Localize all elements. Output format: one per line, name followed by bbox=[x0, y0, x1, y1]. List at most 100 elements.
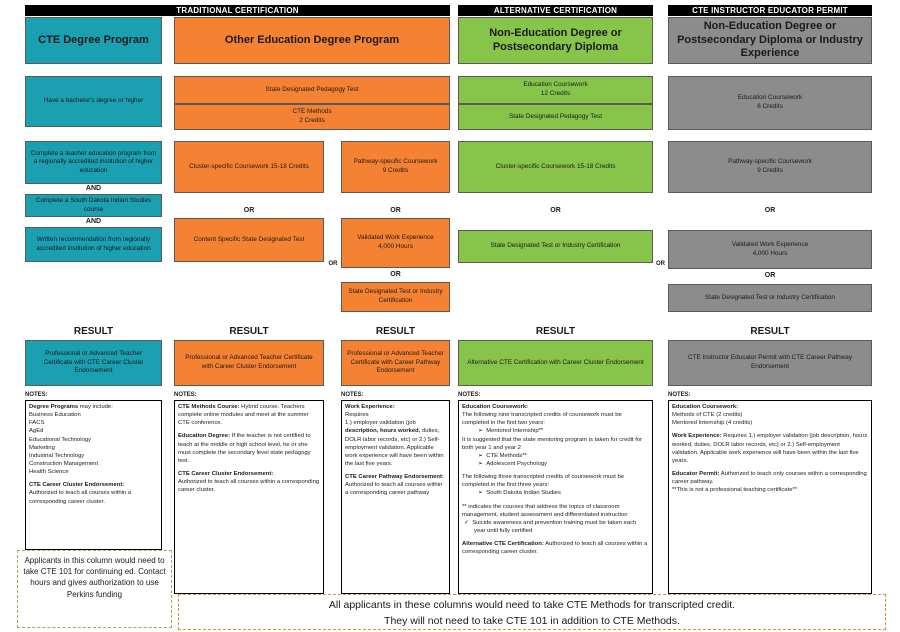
notes-indian-studies: South Dakota Indian Studies bbox=[486, 490, 561, 497]
program-item: Construction Management bbox=[29, 460, 99, 467]
program-item: Educational Technology bbox=[29, 436, 92, 443]
notes-education-degree-title: Education Degree: bbox=[178, 433, 231, 440]
notes-work-requires: Requires bbox=[345, 412, 369, 419]
notes-box-work-experience: Work Experience: Requires 1.) employer v… bbox=[341, 400, 450, 594]
connector-or-side-2: OR bbox=[656, 261, 665, 267]
box-state-test-permit: State Designated Test or Industry Certif… bbox=[668, 284, 872, 312]
notes-star-note: ** indicates the courses that address th… bbox=[462, 503, 628, 518]
result-label-2: RESULT bbox=[229, 326, 269, 337]
notes-permit-note: **This is not a professional teaching ce… bbox=[672, 487, 798, 494]
notes-ed-text-2: It is suggested that the state mentoring… bbox=[462, 436, 643, 451]
header-instructor-permit: CTE INSTRUCTOR EDUCATOR PERMIT bbox=[668, 5, 872, 16]
notes-label-5: NOTES: bbox=[668, 392, 691, 398]
arrow-icon: ➢ bbox=[478, 460, 487, 467]
notes-methods-text: Hybrid course. Teachers complete online … bbox=[178, 404, 309, 427]
box-content-test: Content Specific State Designated Test bbox=[174, 218, 324, 262]
notes-box-other-education: CTE Methods Course: Hybrid course. Teach… bbox=[174, 400, 324, 594]
notes-ed-text-1: The following nine transcripted credits … bbox=[462, 412, 622, 427]
notes-cluster-endorsement-text: Authorized to teach all courses within a… bbox=[178, 479, 320, 494]
notes-cluster-endorsement-title: CTE Career Cluster Endorsement: bbox=[178, 470, 274, 477]
box-education-coursework-alt: Education Coursework 12 Credits bbox=[458, 76, 653, 104]
box-teacher-education-program: Complete a teacher education program fro… bbox=[25, 141, 162, 184]
notes-work-experience-title: Work Experience: bbox=[672, 433, 722, 440]
program-item: Health Science bbox=[29, 469, 69, 476]
notes-adolescent: Adolescent Psychology bbox=[486, 460, 548, 467]
notes-work-experience-text: Requires 1.) employer validation (job de… bbox=[672, 433, 868, 464]
connector-or-side-1: OR bbox=[328, 261, 338, 267]
bottom-note-box: All applicants in these columns would ne… bbox=[178, 594, 886, 630]
notes-work-text-c: duties, DOLR labor records, etc) or 2.) … bbox=[345, 428, 444, 467]
box-indian-studies: Complete a South Dakota Indian Studies c… bbox=[25, 194, 162, 217]
box-bachelor-degree: Have a bachelor's degree or higher bbox=[25, 76, 162, 127]
notes-label-4: NOTES: bbox=[458, 392, 481, 398]
notes-ed-coursework-title: Education Coursework: bbox=[672, 404, 739, 410]
connector-or-2: OR bbox=[390, 207, 401, 214]
notes-cluster-endorsement-text: Authorized to teach all courses within a… bbox=[29, 490, 132, 505]
notes-degree-programs-rest: may include: bbox=[78, 404, 113, 410]
box-work-experience-trad: Validated Work Experience 4,000 Hours bbox=[341, 218, 450, 268]
box-state-test-alt: State Designated Test or Industry Certif… bbox=[458, 230, 653, 263]
column-non-education-industry: Non-Education Degree or Postsecondary Di… bbox=[668, 17, 872, 64]
box-state-test-trad: State Designated Test or Industry Certif… bbox=[341, 282, 450, 312]
connector-and-1: AND bbox=[85, 185, 102, 192]
notes-label-2: NOTES: bbox=[174, 392, 197, 398]
result-label-5: RESULT bbox=[750, 326, 790, 337]
box-pedagogy-test-alt: State Designated Pedagogy Test bbox=[458, 104, 653, 130]
notes-box-instructor-permit: Education Coursework: Methods of CTE (2 … bbox=[668, 400, 872, 594]
box-cluster-coursework-trad: Cluster-specific Coursework 15-18 Credit… bbox=[174, 141, 324, 193]
box-education-coursework-permit: Education Coursework 6 Credits bbox=[668, 76, 872, 130]
notes-cte-methods: CTE Methods** bbox=[486, 452, 527, 459]
callout-cte-101: Applicants in this column would need to … bbox=[17, 550, 172, 628]
result-box-career-cluster: Professional or Advanced Teacher Certifi… bbox=[174, 340, 324, 386]
notes-mentored: Mentored Internship** bbox=[486, 428, 544, 435]
check-icon: ✓ bbox=[464, 519, 473, 526]
notes-permit-line-1: Methods of CTE (2 credits) bbox=[672, 412, 743, 419]
box-work-experience-permit: Validated Work Experience 4,000 Hours bbox=[668, 230, 872, 269]
header-traditional: TRADITIONAL CERTIFICATION bbox=[25, 5, 450, 16]
result-label-1: RESULT bbox=[73, 326, 114, 337]
header-alternative: ALTERNATIVE CERTIFICATION bbox=[458, 5, 653, 16]
bottom-note-line-1: All applicants in these columns would ne… bbox=[328, 599, 736, 611]
notes-education-degree-text: If the teacher is not certified to teach… bbox=[178, 433, 311, 464]
notes-label-3: NOTES: bbox=[341, 392, 364, 398]
notes-work-text-a: 1.) employer validation (job bbox=[345, 420, 416, 427]
notes-box-alternative: Education Coursework: The following nine… bbox=[458, 400, 653, 594]
box-pathway-coursework-permit: Pathway-specific Coursework 9 Credits bbox=[668, 141, 872, 193]
notes-educator-permit-title: Educator Permit: bbox=[672, 470, 720, 477]
result-label-4: RESULT bbox=[535, 326, 576, 337]
column-non-education: Non-Education Degree or Postsecondary Di… bbox=[458, 17, 653, 64]
result-label-3: RESULT bbox=[375, 326, 416, 337]
box-cte-methods: CTE Methods 2 Credits bbox=[174, 104, 450, 130]
box-pedagogy-test: State Designated Pedagogy Test bbox=[174, 76, 450, 104]
notes-suicide: Suicide awareness and prevention trainin… bbox=[472, 519, 637, 534]
notes-ed-text-3: The following three transcripted credits… bbox=[462, 474, 625, 489]
notes-box-cte-degree: Degree Programs may include: Business Ed… bbox=[25, 400, 162, 550]
notes-pathway-endorsement-text: Authorized to teach all courses within a… bbox=[345, 482, 443, 497]
box-written-recommendation: Written recommendation from regionally a… bbox=[25, 227, 162, 262]
bottom-note-line-2: They will not need to take CTE 101 in ad… bbox=[384, 614, 680, 627]
notes-pathway-endorsement-title: CTE Career Pathway Endorsement: bbox=[345, 474, 444, 481]
result-box-alternative: Alternative CTE Certification with Caree… bbox=[458, 340, 653, 386]
program-item: Marketing bbox=[29, 444, 55, 451]
notes-degree-programs-title: Degree Programs bbox=[29, 404, 79, 410]
box-pathway-coursework-trad: Pathway-specific Coursework 9 Credits bbox=[341, 141, 450, 193]
notes-label-1: NOTES: bbox=[25, 392, 48, 398]
notes-permit-line-2: Mentored Internship (4 credits) bbox=[672, 420, 753, 427]
program-item: Industrial Technology bbox=[29, 452, 85, 459]
notes-work-text-b: description, hours worked, bbox=[345, 428, 421, 435]
result-box-career-pathway: Professional or Advanced Teacher Certifi… bbox=[341, 340, 450, 386]
column-cte-degree: CTE Degree Program bbox=[25, 17, 162, 64]
result-box-cte-cluster: Professional or Advanced Teacher Certifi… bbox=[25, 340, 162, 386]
notes-alt-title: Alternative CTE Certification: bbox=[462, 541, 544, 548]
notes-alt-text: Authorized to teach all courses within a… bbox=[462, 541, 648, 556]
program-item: Business Education bbox=[29, 412, 81, 419]
program-item: AgEd bbox=[29, 428, 44, 435]
connector-or-4: OR bbox=[550, 207, 561, 214]
notes-educator-permit-text: Authorized to teach only courses within … bbox=[672, 470, 867, 486]
connector-or-6: OR bbox=[764, 272, 776, 279]
result-box-instructor-permit: CTE Instructor Educator Permit with CTE … bbox=[668, 340, 872, 386]
box-cluster-coursework-alt: Cluster-specific Coursework 15-18 Credit… bbox=[458, 141, 653, 193]
connector-and-2: AND bbox=[85, 218, 102, 225]
connector-or-3: OR bbox=[390, 271, 401, 278]
notes-methods-title: CTE Methods Course: bbox=[178, 404, 240, 410]
